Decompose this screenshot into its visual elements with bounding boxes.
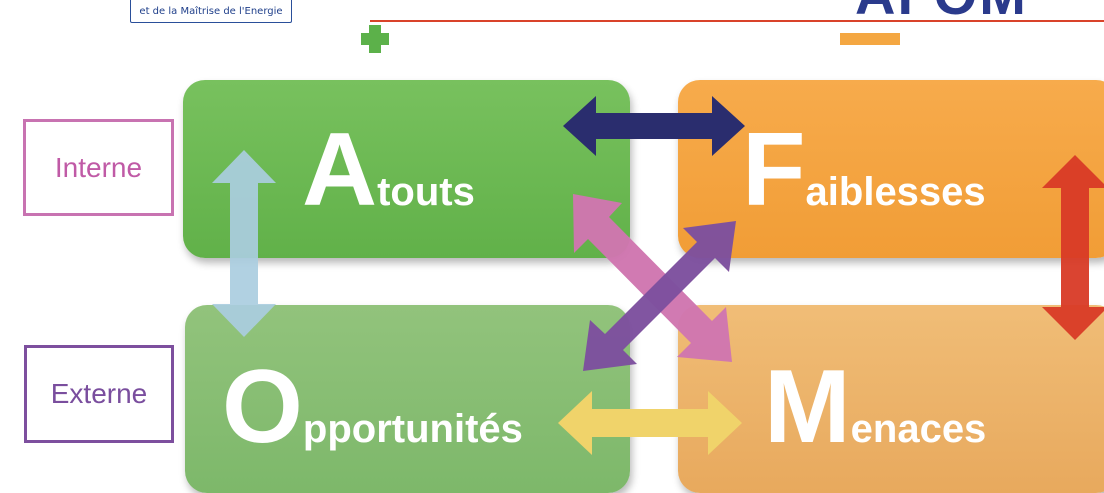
weaknesses-initial: F bbox=[742, 112, 806, 228]
opportunities-initial: O bbox=[222, 349, 303, 465]
threats-initial: M bbox=[764, 349, 851, 465]
arrow-strengths-threats bbox=[573, 194, 732, 362]
arrow-opportunities-threats bbox=[558, 391, 742, 455]
threats-box bbox=[678, 305, 1104, 493]
header-rule bbox=[370, 20, 1104, 22]
strengths-rest: touts bbox=[377, 170, 475, 214]
strengths-label: Atouts bbox=[302, 118, 475, 222]
arrow-weaknesses-threats bbox=[1042, 155, 1104, 340]
arrow-strengths-weaknesses bbox=[563, 96, 745, 156]
opportunities-box bbox=[185, 305, 630, 493]
weaknesses-label: Faiblesses bbox=[742, 118, 986, 222]
strengths-initial: A bbox=[302, 112, 378, 228]
internal-label: Interne bbox=[23, 119, 174, 216]
external-label: Externe bbox=[24, 345, 174, 443]
page-title: AFOM bbox=[855, 0, 1028, 27]
organization-logo: et de la Maîtrise de l'Energie bbox=[130, 0, 292, 23]
opportunities-label: Opportunités bbox=[222, 355, 523, 459]
minus-icon bbox=[840, 33, 900, 45]
weaknesses-box bbox=[678, 80, 1104, 258]
opportunities-rest: pportunités bbox=[302, 407, 523, 451]
logo-text: et de la Maîtrise de l'Energie bbox=[139, 6, 283, 17]
arrow-strengths-opportunities bbox=[212, 150, 276, 337]
weaknesses-rest: aiblesses bbox=[805, 170, 986, 214]
threats-label: Menaces bbox=[764, 355, 986, 459]
threats-rest: enaces bbox=[850, 407, 987, 451]
arrow-opportunities-weaknesses bbox=[583, 221, 736, 371]
